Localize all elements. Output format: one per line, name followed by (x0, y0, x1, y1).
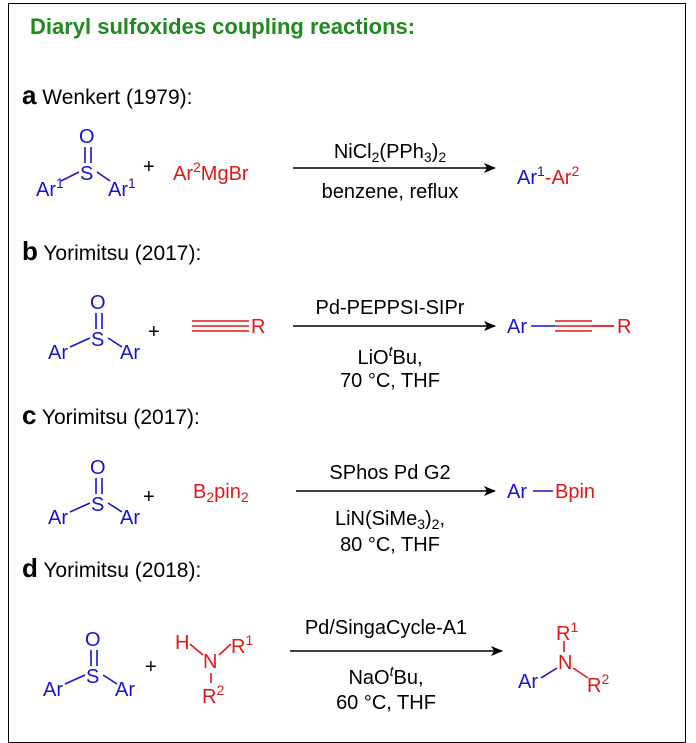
product-aryl: Ar (518, 671, 538, 693)
sulfoxide-bonds (60, 147, 111, 182)
product-nitrogen: N (558, 652, 573, 674)
oxygen-atom: O (85, 629, 101, 651)
base-label: NaOtBu, (348, 663, 424, 689)
grignard-reagent: Ar2MgBr (173, 159, 249, 185)
product-r1: R1 (556, 619, 579, 645)
sulfur-atom: S (86, 666, 100, 688)
aryl-left: Ar (48, 342, 68, 364)
section-b-heading: b Yorimitsu (2017): (22, 236, 201, 267)
aryl-right: Ar (115, 679, 135, 701)
section-letter: b (22, 236, 38, 266)
sulfoxide-bonds (64, 650, 118, 685)
amine-r1: R1 (231, 632, 254, 658)
section-d-heading: d Yorimitsu (2018): (22, 553, 201, 584)
conditions-label: 60 °C, THF (336, 692, 436, 714)
conditions-label: 70 °C, THF (340, 370, 440, 392)
section-c-heading: c Yorimitsu (2017): (22, 400, 200, 431)
conditions-label: 80 °C, THF (340, 534, 440, 556)
alkyne-triple-bond (192, 320, 249, 332)
product-bpin: Bpin (555, 481, 596, 503)
section-letter: d (22, 553, 38, 583)
oxygen-atom: O (79, 126, 95, 148)
product-aryl: Ar (507, 316, 527, 338)
plus-sign: + (145, 656, 157, 678)
plus-sign: + (148, 321, 160, 343)
plus-sign: + (143, 486, 155, 508)
catalyst-label: Pd/SingaCycle-A1 (304, 617, 468, 639)
section-label: Wenkert (1979): (36, 86, 193, 109)
alkyne-r-group: R (251, 316, 266, 338)
section-label: Yorimitsu (2018): (37, 559, 202, 582)
aryl-left: Ar (48, 507, 68, 529)
product-aryl: Ar (507, 481, 527, 503)
product-r-group: R (617, 316, 632, 338)
amine-r2: R2 (202, 682, 225, 708)
sulfoxide-bonds (69, 478, 123, 513)
catalyst-label: SPhos Pd G2 (329, 462, 451, 484)
aryl-left: Ar1 (36, 175, 64, 201)
oxygen-atom: O (90, 292, 106, 314)
product-r2: R2 (587, 671, 610, 697)
aryl-right: Ar (120, 507, 140, 529)
sulfur-atom: S (91, 329, 105, 351)
aryl-left: Ar (43, 679, 63, 701)
aryl-right: Ar (120, 342, 140, 364)
section-a-heading: a Wenkert (1979): (22, 80, 192, 111)
amine-nitrogen: N (203, 651, 218, 673)
aryl-right: Ar1 (108, 175, 136, 201)
diboron-reagent: B2pin2 (193, 481, 249, 505)
plus-sign: + (143, 156, 155, 178)
oxygen-atom: O (90, 457, 106, 479)
product-amine-bonds (540, 641, 589, 679)
base-label: LiOtBu, (357, 343, 423, 369)
catalyst-label: NiCl2(PPh3)2 (333, 141, 447, 165)
section-label: Yorimitsu (2017): (36, 406, 200, 429)
biaryl-product: Ar1-Ar2 (517, 163, 580, 189)
product-triple-bond (555, 320, 614, 332)
base-label: LiN(SiMe3)2, (334, 508, 446, 532)
sulfur-atom: S (80, 163, 94, 185)
section-letter: c (22, 400, 37, 430)
amine-bonds (189, 643, 232, 683)
sulfur-atom: S (91, 494, 105, 516)
amine-hydrogen: H (175, 632, 190, 654)
sulfoxide-bonds (69, 313, 123, 348)
conditions-label: benzene, reflux (321, 181, 459, 203)
section-letter: a (22, 80, 37, 110)
figure-title: Diaryl sulfoxides coupling reactions: (30, 14, 416, 39)
section-label: Yorimitsu (2017): (37, 242, 202, 265)
catalyst-label: Pd-PEPPSI-SIPr (315, 297, 465, 319)
